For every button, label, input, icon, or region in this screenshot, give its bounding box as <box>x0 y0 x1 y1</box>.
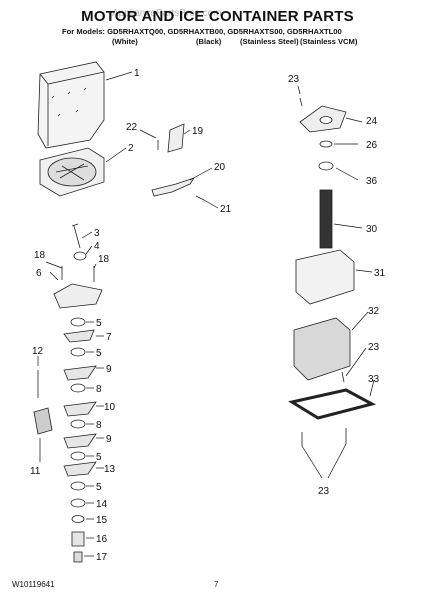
callout-18-left: 18 <box>34 250 46 261</box>
callout-17: 17 <box>96 552 108 563</box>
color-stainless-vcm: (Stainless VCM) <box>300 37 358 46</box>
callout-14: 14 <box>96 499 108 510</box>
callout-36: 36 <box>366 176 378 187</box>
screw-part <box>61 266 95 282</box>
nut-part <box>73 251 87 261</box>
callout-23-top: 23 <box>288 74 300 85</box>
auger-housing-part <box>39 147 105 197</box>
callout-11: 11 <box>30 466 41 477</box>
motor-part <box>293 317 351 381</box>
callout-19: 19 <box>192 126 204 137</box>
clip-part <box>167 123 185 153</box>
callout-30: 30 <box>366 224 378 235</box>
page-title: MOTOR AND ICE CONTAINER PARTS <box>81 8 354 25</box>
motor-cover-part <box>295 249 355 305</box>
callout-31: 31 <box>374 268 386 279</box>
callout-5-c: 5 <box>96 452 102 463</box>
callout-5-a: 5 <box>96 318 102 329</box>
callout-22: 22 <box>126 122 138 133</box>
callout-2: 2 <box>128 143 134 154</box>
callout-32: 32 <box>368 306 380 317</box>
wire-part <box>71 223 81 249</box>
callout-18-right: 18 <box>98 254 110 265</box>
callout-20: 20 <box>214 162 226 173</box>
leader-lines <box>37 71 375 557</box>
callout-6: 6 <box>36 268 42 279</box>
lever-part <box>151 177 195 197</box>
model-list: For Models: GD5RHAXTQ00, GD5RHAXTB00, GD… <box>62 27 342 36</box>
gasket-part <box>288 388 377 420</box>
page-number: 7 <box>214 580 219 589</box>
callout-10: 10 <box>104 402 116 413</box>
shaft-part <box>319 189 333 249</box>
color-white: (White) <box>112 37 138 46</box>
color-stainless: (Stainless Steel) <box>240 37 299 46</box>
block-part <box>33 407 53 435</box>
callout-9-a: 9 <box>106 364 112 375</box>
callout-23-mid: 23 <box>368 342 380 353</box>
callout-5-b: 5 <box>96 348 102 359</box>
document-number: W10119641 <box>12 580 55 589</box>
callout-23-bottom: 23 <box>318 486 330 497</box>
callout-8-b: 8 <box>96 420 102 431</box>
callout-15: 15 <box>96 515 108 526</box>
watermark: AppliancePartsPros.com <box>112 8 222 19</box>
callout-16: 16 <box>96 534 108 545</box>
pin-part-21 <box>195 195 205 201</box>
bracket-part <box>53 283 103 309</box>
screw-part-23 <box>299 97 303 107</box>
callout-5-d: 5 <box>96 482 102 493</box>
callout-8-a: 8 <box>96 384 102 395</box>
callout-3: 3 <box>94 228 100 239</box>
color-black: (Black) <box>196 37 222 46</box>
callout-33: 33 <box>368 374 380 385</box>
ice-container-part <box>37 61 105 149</box>
callout-1: 1 <box>134 68 140 79</box>
screw-part-23c <box>301 428 347 446</box>
callout-24: 24 <box>366 116 378 127</box>
callout-13: 13 <box>104 464 116 475</box>
blade-stack <box>63 317 97 563</box>
callout-7: 7 <box>106 332 112 343</box>
callout-12: 12 <box>32 346 44 357</box>
callout-4: 4 <box>94 241 100 252</box>
washer-part <box>319 140 333 148</box>
screw-part-23b <box>341 371 345 383</box>
callout-26: 26 <box>366 140 378 151</box>
callout-9-b: 9 <box>106 434 112 445</box>
callout-21: 21 <box>220 204 232 215</box>
bushing-part <box>318 161 334 171</box>
